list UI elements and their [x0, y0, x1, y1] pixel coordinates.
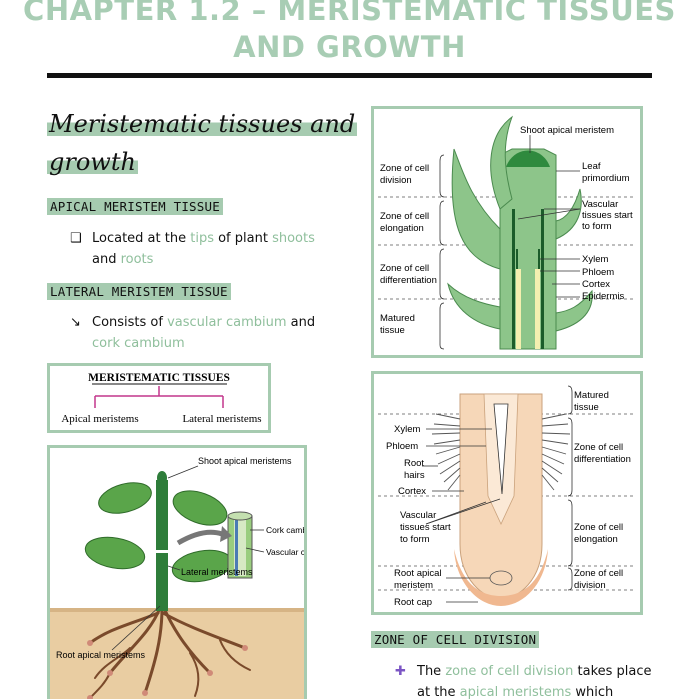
tree-left-leaf-label: Apical meristems	[61, 413, 138, 425]
bullet-keyword: roots	[121, 252, 154, 267]
bullet-keyword: apical meristems	[460, 685, 572, 699]
plus-bullet-icon: ✚	[395, 661, 406, 682]
tree-right-leaf-label: Lateral meristems	[182, 413, 261, 425]
bullet-keyword: tips	[190, 231, 214, 246]
plant-meristem-diagram: Shoot apical meristems Cork cambium Vasc…	[47, 445, 307, 699]
lateral-bullet: ↘ Consists of vascular cambium and cork …	[92, 312, 342, 354]
root-zone-brackets	[568, 386, 572, 590]
division-bullet: ✚ The zone of cell division takes place …	[417, 661, 667, 699]
shoot-tip	[157, 471, 167, 485]
tree-diagram-svg: MERISTEMATIC TISSUES Apical meristems La…	[50, 366, 268, 430]
checkbox-bullet-icon: ❑	[70, 228, 82, 249]
apical-meristem-label: APICAL MERISTEM TISSUE	[47, 198, 223, 215]
right-leaf-bud	[556, 189, 581, 239]
meristem-tree-diagram: MERISTEMATIC TISSUES Apical meristems La…	[47, 363, 271, 433]
phloem-label: Phloem	[582, 267, 614, 278]
arrow-bullet-icon: ↘	[70, 312, 81, 333]
zone-brackets	[440, 155, 444, 349]
apical-bullet: ❑ Located at the tips of plant shoots an…	[92, 228, 342, 270]
stem-body	[500, 149, 556, 349]
root-cap-label: Root cap	[394, 597, 432, 608]
bullet-text: and	[92, 252, 121, 267]
root-apical-meristem-circle	[490, 571, 512, 585]
bullet-text: Consists of	[92, 315, 167, 330]
lateral-meristem-label: LATERAL MERISTEM TISSUE	[47, 283, 231, 300]
bullet-keyword: cork cambium	[92, 336, 185, 351]
bullet-keyword: vascular cambium	[167, 315, 286, 330]
cork-cambium-label: Cork cambium	[266, 525, 304, 535]
section-heading: Meristematic tissues and growth	[47, 110, 357, 176]
section-heading-line-1: Meristematic tissues and	[47, 110, 357, 138]
page-title-line-2: AND GROWTH	[0, 30, 699, 64]
root-apical-label: Root apical meristems	[56, 650, 146, 660]
section-heading-line-2: growth	[47, 148, 138, 176]
tree-root-label: MERISTEMATIC TISSUES	[88, 372, 230, 384]
plant-diagram-svg: Shoot apical meristems Cork cambium Vasc…	[50, 448, 304, 699]
bullet-keyword: shoots	[272, 231, 315, 246]
shoot-apical-label: Shoot apical meristems	[198, 456, 292, 466]
zone-division-heading: ZONE OF CELL DIVISION	[371, 631, 539, 648]
title-divider	[47, 73, 652, 78]
lower-left-leaf	[448, 284, 500, 329]
bullet-text: Located at the	[92, 231, 190, 246]
bullet-text: of plant	[214, 231, 272, 246]
lower-stem	[156, 553, 168, 611]
bullet-text: and	[287, 315, 316, 330]
xylem-label: Xylem	[582, 254, 608, 265]
bullet-text: The	[417, 664, 445, 679]
upper-stem	[156, 480, 168, 550]
vascular-cambium-label: Vascular cambium	[266, 547, 304, 557]
cortex-label: Cortex	[582, 279, 610, 290]
soil-surface	[50, 608, 304, 612]
shoot-apical-meristem-label: Shoot apical meristem	[520, 125, 614, 136]
root-xylem-label: Xylem	[394, 424, 420, 435]
bullet-keyword: zone of cell division	[445, 664, 573, 679]
bullet-text: which	[571, 685, 613, 699]
magnify-arrow	[178, 532, 222, 543]
page-title-line-1: CHAPTER 1.2 – MERISTEMATIC TISSUES	[0, 0, 699, 27]
root-cortex-label: Cortex	[398, 486, 426, 497]
epidermis-label: Epidermis	[582, 291, 624, 302]
root-phloem-label: Phloem	[386, 441, 418, 452]
lateral-meristems-label: Lateral meristems	[181, 567, 253, 577]
